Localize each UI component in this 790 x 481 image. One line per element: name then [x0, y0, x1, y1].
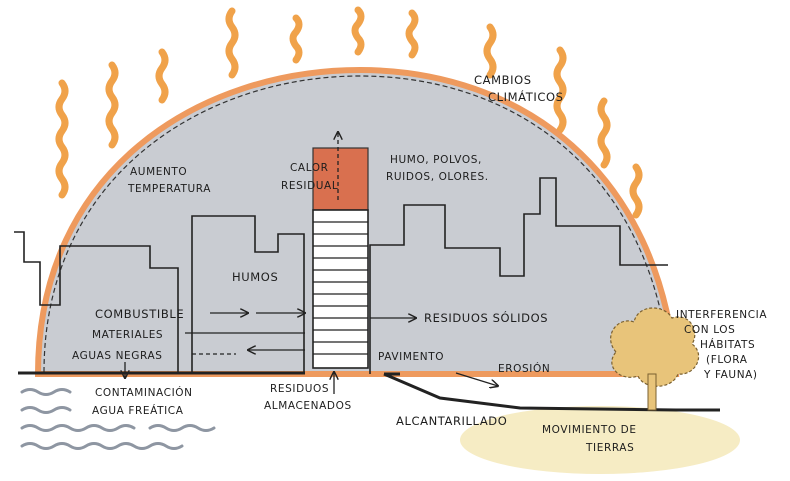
label-residuos-alm-1: RESIDUOS: [270, 383, 329, 395]
label-interferencia-3: HÁBITATS: [700, 338, 755, 351]
tree-trunk: [648, 374, 656, 410]
label-contaminacion-1: CONTAMINACIÓN: [95, 386, 193, 399]
label-pavimento: PAVIMENTO: [378, 351, 444, 363]
label-combustible: COMBUSTIBLE: [95, 307, 184, 321]
label-movimiento-1: MOVIMIENTO DE: [542, 424, 637, 436]
chimney-top: [313, 148, 368, 210]
label-humos: HUMOS: [232, 270, 278, 284]
label-calor-1: CALOR: [290, 162, 329, 174]
label-movimiento-2: TIERRAS: [585, 442, 634, 454]
label-aumento-2: TEMPERATURA: [127, 183, 211, 195]
label-humo-1: HUMO, POLVOS,: [390, 154, 482, 166]
label-interferencia-5: Y FAUNA): [703, 369, 758, 381]
label-aguas-negras: AGUAS NEGRAS: [72, 350, 163, 362]
label-humo-2: RUIDOS, OLORES.: [386, 171, 489, 183]
label-contaminacion-2: AGUA FREÁTICA: [92, 404, 184, 417]
label-cambios-climaticos-2: CLIMÁTICOS: [488, 89, 564, 104]
label-aumento-1: AUMENTO: [130, 166, 187, 178]
label-residuos-solidos: RESIDUOS SÓLIDOS: [424, 310, 548, 325]
label-calor-2: RESIDUAL: [281, 180, 338, 192]
label-materiales: MATERIALES: [92, 329, 163, 341]
label-erosion: EROSIÓN: [498, 362, 550, 375]
label-interferencia-1: INTERFERENCIA: [676, 309, 767, 321]
label-interferencia-2: CON LOS: [684, 324, 735, 336]
label-interferencia-4: (FLORA: [706, 354, 748, 366]
label-cambios-climaticos-1: CAMBIOS: [474, 73, 532, 87]
label-residuos-alm-2: ALMACENADOS: [264, 400, 352, 412]
label-alcantarillado: ALCANTARILLADO: [396, 414, 507, 428]
